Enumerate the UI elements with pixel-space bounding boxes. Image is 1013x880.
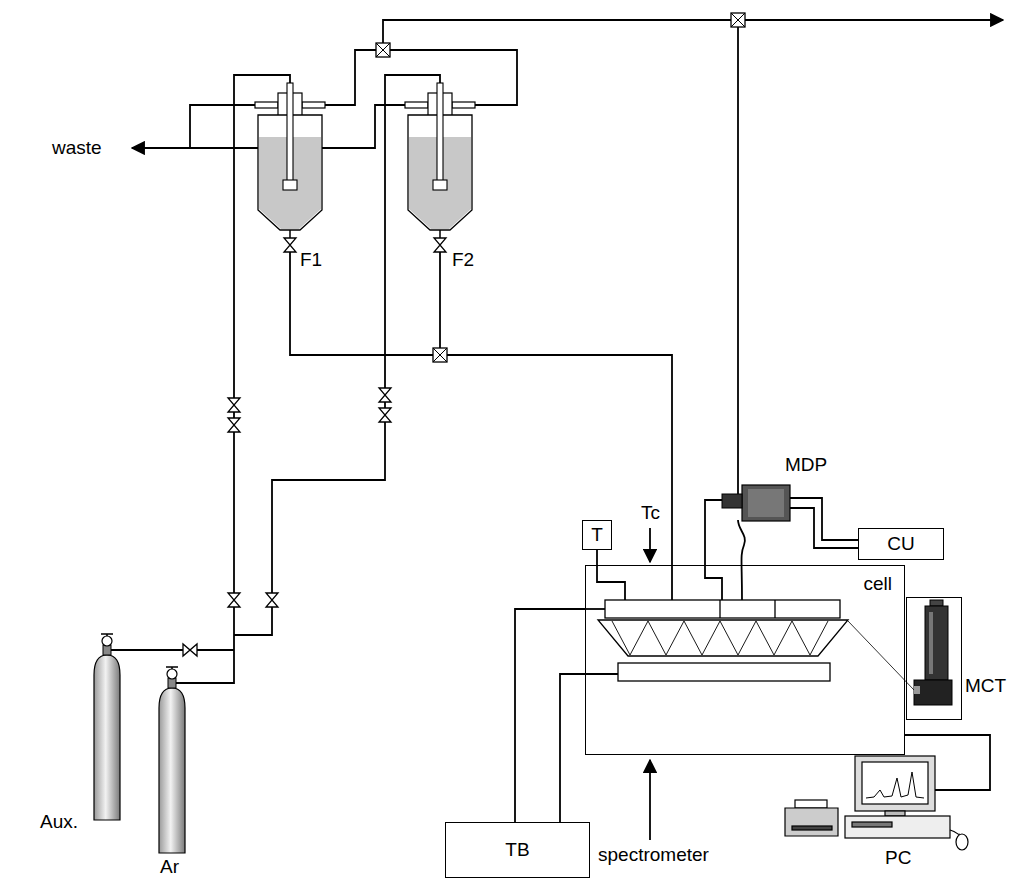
flask bbox=[405, 83, 475, 238]
valve bbox=[433, 348, 447, 362]
printer-symbol bbox=[792, 826, 832, 830]
sample-compartment: cell bbox=[585, 565, 905, 755]
node-label: MCT bbox=[965, 676, 1006, 697]
detector-symbol bbox=[925, 606, 948, 680]
atr-cell bbox=[598, 600, 914, 690]
valve bbox=[731, 13, 745, 27]
thermostat-box: TB bbox=[445, 822, 590, 878]
computer-symbol bbox=[845, 756, 968, 850]
gas-line bbox=[738, 520, 745, 600]
gas-line bbox=[705, 500, 722, 600]
atr-cell bbox=[605, 600, 840, 618]
detector-symbol bbox=[914, 600, 952, 705]
part-label: Tc bbox=[641, 503, 660, 524]
pump-symbol bbox=[722, 485, 790, 521]
valve bbox=[183, 13, 745, 656]
thermometer-box: T bbox=[582, 520, 612, 550]
connector-line bbox=[515, 609, 585, 822]
gas-line bbox=[745, 19, 1003, 21]
connector-line bbox=[560, 674, 585, 822]
atr-cell bbox=[612, 621, 828, 655]
computer-symbol bbox=[845, 816, 950, 838]
part-label: PC bbox=[885, 848, 911, 869]
gas-line bbox=[790, 508, 858, 548]
part-label: waste bbox=[52, 138, 102, 159]
gas-line bbox=[390, 50, 517, 105]
pointer-arrow bbox=[649, 528, 651, 840]
control-unit-box: CU bbox=[858, 528, 944, 560]
valve bbox=[379, 408, 391, 422]
flask bbox=[255, 83, 325, 238]
computer-symbol bbox=[862, 762, 928, 804]
gas-line bbox=[439, 252, 441, 348]
gas-line bbox=[132, 105, 255, 148]
valve bbox=[228, 398, 240, 412]
computer-symbol bbox=[855, 756, 935, 811]
gas-line bbox=[790, 498, 858, 540]
detector-symbol bbox=[929, 612, 933, 674]
computer-symbol bbox=[956, 834, 968, 850]
valve bbox=[183, 644, 197, 656]
gas-line bbox=[597, 565, 625, 600]
gas-line bbox=[585, 608, 605, 610]
atr-cell bbox=[720, 600, 775, 618]
gas-line bbox=[383, 20, 731, 43]
connector-line bbox=[596, 550, 598, 565]
pump-symbol bbox=[742, 485, 790, 521]
node-label: TB bbox=[505, 840, 529, 861]
atr-cell bbox=[598, 620, 848, 656]
detector-symbol bbox=[930, 600, 943, 606]
valve bbox=[266, 593, 278, 607]
valve bbox=[434, 238, 446, 252]
gas-line bbox=[737, 27, 739, 494]
atr-cell bbox=[618, 663, 830, 681]
gas-cylinder bbox=[94, 634, 121, 820]
gas-cylinder bbox=[159, 667, 186, 853]
valve bbox=[284, 238, 296, 252]
part-label: F2 bbox=[452, 250, 474, 271]
detector-symbol bbox=[914, 680, 952, 705]
gas-line bbox=[121, 649, 234, 651]
node-label: cell bbox=[863, 574, 892, 595]
printer-symbol bbox=[785, 800, 838, 836]
valve bbox=[228, 593, 240, 607]
computer-symbol bbox=[885, 811, 905, 816]
valve bbox=[228, 418, 240, 432]
computer-symbol bbox=[866, 772, 924, 798]
pointer-arrow bbox=[649, 528, 651, 562]
printer-symbol bbox=[795, 800, 827, 808]
node-label: T bbox=[591, 525, 603, 546]
pump-symbol bbox=[748, 489, 784, 517]
flask bbox=[255, 83, 475, 238]
node-label: CU bbox=[887, 534, 914, 555]
valve bbox=[376, 43, 390, 57]
detector-box: MCT bbox=[906, 597, 962, 720]
gas-line bbox=[585, 673, 618, 675]
gas-cylinder bbox=[94, 634, 186, 853]
part-label: MDP bbox=[785, 455, 827, 476]
detector-symbol bbox=[914, 686, 920, 694]
valve bbox=[379, 388, 391, 402]
pointer-arrow bbox=[649, 760, 651, 840]
computer-symbol bbox=[852, 822, 892, 827]
part-label: Aux. bbox=[40, 812, 78, 833]
part-label: Ar bbox=[160, 857, 179, 878]
gas-line bbox=[447, 355, 672, 600]
part-label: F1 bbox=[300, 250, 322, 271]
pump-symbol bbox=[722, 494, 742, 508]
part-label: spectrometer bbox=[598, 845, 709, 866]
gas-line bbox=[325, 50, 376, 105]
computer-symbol bbox=[950, 830, 960, 835]
printer-symbol bbox=[785, 808, 838, 836]
